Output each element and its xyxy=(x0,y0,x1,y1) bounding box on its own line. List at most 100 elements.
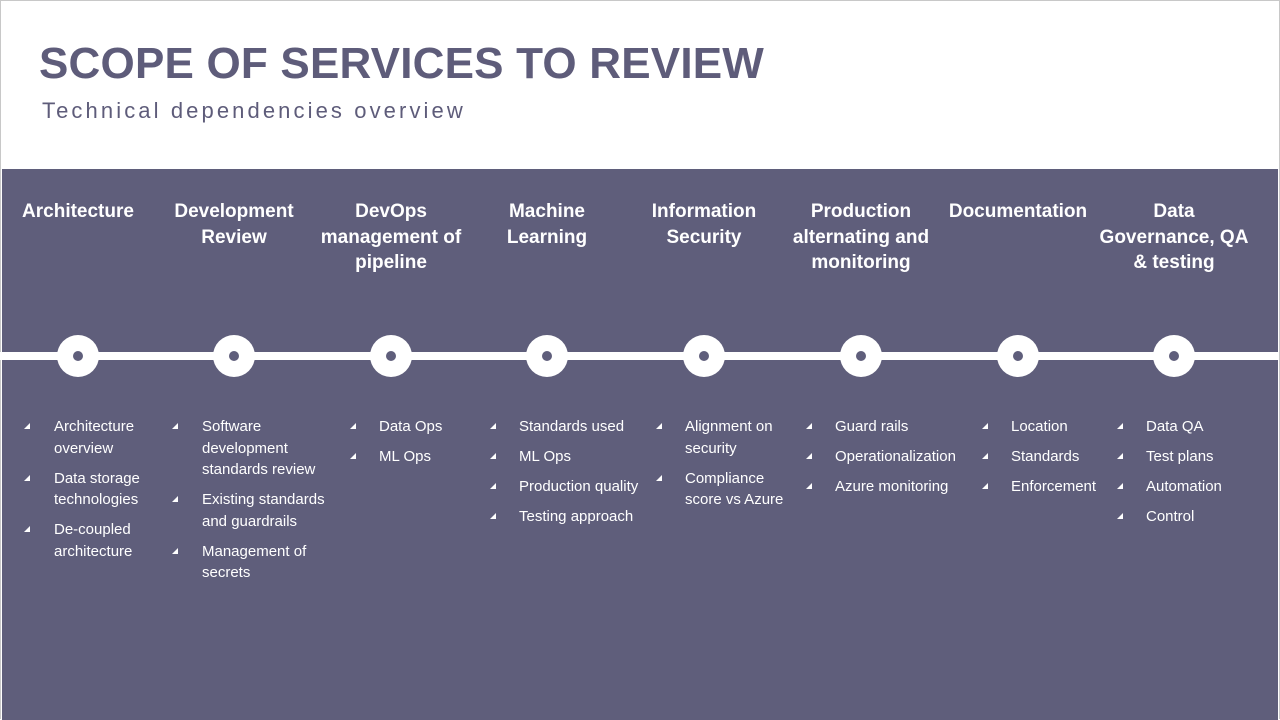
list-item-text: Operationalization xyxy=(835,448,956,465)
triangle-bullet-icon xyxy=(24,526,30,532)
list-item: Guard rails xyxy=(806,416,975,438)
triangle-bullet-icon xyxy=(172,423,178,429)
node-center-dot xyxy=(699,351,709,361)
list-item: Testing approach xyxy=(490,506,649,528)
slide-title: SCOPE OF SERVICES TO REVIEW xyxy=(39,39,765,88)
list-item: Standards used xyxy=(490,416,649,438)
node-center-dot xyxy=(542,351,552,361)
list-item: ML Ops xyxy=(490,446,649,468)
list-item: Location xyxy=(982,416,1121,438)
triangle-bullet-icon xyxy=(490,483,496,489)
slide-subtitle: Technical dependencies overview xyxy=(42,98,466,123)
list-item-text: Testing approach xyxy=(519,508,634,525)
column-title: Machine Learning xyxy=(506,201,588,248)
list-item: Compliance score vs Azure xyxy=(656,468,800,511)
list-item: Data Ops xyxy=(350,416,479,438)
list-item-text: Existing standards and guardrails xyxy=(202,491,325,530)
list-item: Management of secrets xyxy=(172,541,342,584)
timeline-panel xyxy=(2,169,1278,720)
list-item-text: ML Ops xyxy=(379,448,431,465)
list-item: Enforcement xyxy=(982,476,1121,498)
timeline-column: Documentation xyxy=(938,169,1098,720)
list-item-text: Architecture overview xyxy=(54,418,135,457)
list-item-text: Azure monitoring xyxy=(835,478,949,495)
list-item-text: Guard rails xyxy=(835,418,909,435)
column-title: Information Security xyxy=(651,201,757,248)
circle-node-icon xyxy=(370,335,412,377)
triangle-bullet-icon xyxy=(806,453,812,459)
timeline-column: Data Governance, QA & testing xyxy=(1099,169,1249,720)
list-item-text: Software development standards review xyxy=(202,418,316,478)
triangle-bullet-icon xyxy=(656,474,662,481)
list-item-text: Data storage technologies xyxy=(54,469,140,509)
node-center-dot xyxy=(1169,351,1179,361)
triangle-bullet-icon xyxy=(1117,423,1123,429)
triangle-bullet-icon xyxy=(1117,453,1123,459)
list-item-text: Location xyxy=(1011,418,1068,435)
list-item: Operationalization xyxy=(806,446,975,468)
column-title: Architecture xyxy=(22,201,134,222)
triangle-bullet-icon xyxy=(24,423,30,429)
slide-header: SCOPE OF SERVICES TO REVIEW Technical de… xyxy=(0,0,1280,169)
column-title: Data Governance, QA & testing xyxy=(1099,201,1249,273)
list-item: De-coupled architecture xyxy=(24,519,154,562)
circle-node-icon xyxy=(840,335,882,377)
triangle-bullet-icon xyxy=(1117,513,1123,519)
node-center-dot xyxy=(73,351,83,361)
list-item: Control xyxy=(1117,506,1256,528)
timeline-column: DevOps management of pipeline xyxy=(316,169,466,720)
column-title: Production alternating and monitoring xyxy=(792,201,930,273)
list-item-text: De-coupled architecture xyxy=(54,521,133,560)
node-center-dot xyxy=(229,351,239,361)
triangle-bullet-icon xyxy=(806,483,812,489)
list-item: Standards xyxy=(982,446,1121,468)
circle-node-icon xyxy=(57,335,99,377)
timeline-column: Development Review xyxy=(159,169,309,720)
list-item-text: Test plans xyxy=(1146,448,1214,465)
circle-node-icon xyxy=(683,335,725,377)
column-title: Development Review xyxy=(174,201,294,248)
list-item-text: Management of secrets xyxy=(202,542,307,582)
list-item: Alignment on security xyxy=(656,416,800,459)
list-item-text: Alignment on security xyxy=(685,418,773,457)
circle-node-icon xyxy=(526,335,568,377)
timeline-line xyxy=(0,352,1278,360)
list-item-text: Standards used xyxy=(519,418,625,435)
list-item-text: ML Ops xyxy=(519,448,571,465)
triangle-bullet-icon xyxy=(806,423,812,429)
list-item: Test plans xyxy=(1117,446,1256,468)
triangle-bullet-icon xyxy=(982,453,988,459)
column-title: Documentation xyxy=(948,201,1088,222)
timeline-column: Architecture xyxy=(3,169,153,720)
list-item-text: Enforcement xyxy=(1011,478,1097,495)
list-item: Existing standards and guardrails xyxy=(172,489,342,532)
triangle-bullet-icon xyxy=(24,474,30,481)
timeline-column: Production alternating and monitoring xyxy=(786,169,936,720)
triangle-bullet-icon xyxy=(490,423,496,429)
list-item-text: Control xyxy=(1146,508,1195,525)
list-item: Data QA xyxy=(1117,416,1256,438)
circle-node-icon xyxy=(213,335,255,377)
triangle-bullet-icon xyxy=(656,423,662,429)
list-item-text: Production quality xyxy=(519,478,639,495)
timeline-column: Machine Learning xyxy=(472,169,622,720)
triangle-bullet-icon xyxy=(982,423,988,429)
list-item: Data storage technologies xyxy=(24,468,154,511)
list-item: Automation xyxy=(1117,476,1256,498)
circle-node-icon xyxy=(997,335,1039,377)
triangle-bullet-icon xyxy=(350,423,356,429)
node-center-dot xyxy=(1013,351,1023,361)
column-title: DevOps management of pipeline xyxy=(320,201,462,273)
timeline-column: Information Security xyxy=(629,169,779,720)
list-item-text: Automation xyxy=(1146,478,1222,495)
list-item-text: Standards xyxy=(1011,448,1080,465)
triangle-bullet-icon xyxy=(490,453,496,459)
triangle-bullet-icon xyxy=(1117,483,1123,489)
list-item-text: Data QA xyxy=(1146,418,1204,435)
list-item-text: Compliance score vs Azure xyxy=(685,469,784,509)
